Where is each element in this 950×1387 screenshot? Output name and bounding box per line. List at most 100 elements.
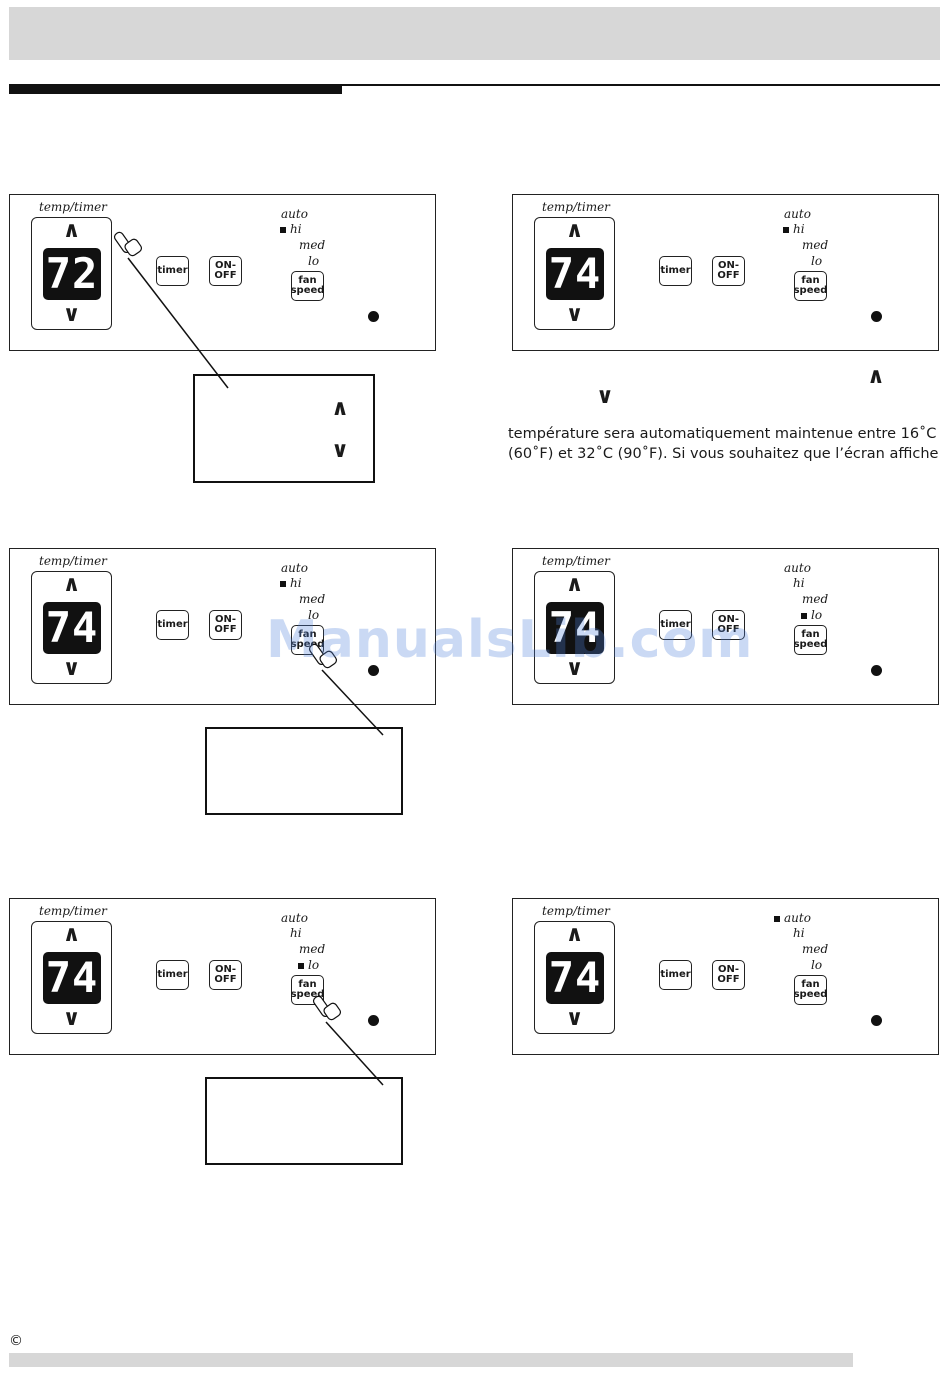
body-line-2: (60˚F) et 32˚C (90˚F). Si vous souhaitez…	[508, 446, 939, 462]
fan-mode-lo: lo	[811, 608, 823, 622]
copyright-symbol: ©	[9, 1333, 23, 1349]
temperature-display: 74	[546, 952, 604, 1004]
temp-up-button[interactable]: ∧	[62, 572, 81, 597]
fan-speed-button[interactable]: fan speed	[291, 975, 324, 1005]
temp-timer-label: temp/timer	[542, 904, 610, 918]
body-line-1: température sera automatiquement mainten…	[508, 426, 937, 442]
control-panel-6: temp/timer ∧ 74 ∨ timer ON- OFF fan spee…	[512, 898, 939, 1055]
temp-timer-label: temp/timer	[39, 554, 107, 568]
temp-up-button[interactable]: ∧	[565, 218, 584, 243]
temp-timer-label: temp/timer	[39, 904, 107, 918]
fan-mode-auto: auto	[784, 911, 811, 925]
timer-button[interactable]: timer	[659, 610, 692, 640]
up-arrow-icon: ∧	[867, 364, 885, 389]
body-paragraph: température sera automatiquement mainten…	[508, 424, 948, 464]
selected-mode-marker	[280, 227, 286, 233]
temp-control: ∧ 74 ∨	[31, 571, 112, 684]
down-arrow-icon: ∨	[596, 384, 614, 409]
fan-mode-hi: hi	[290, 222, 302, 236]
indicator-light	[368, 1015, 379, 1026]
fan-mode-hi: hi	[290, 576, 302, 590]
selected-mode-marker	[774, 916, 780, 922]
temperature-display: 72	[43, 248, 101, 300]
timer-button[interactable]: timer	[156, 256, 189, 286]
fan-mode-med: med	[802, 238, 829, 252]
indicator-light	[871, 1015, 882, 1026]
temp-control: ∧ 74 ∨	[31, 921, 112, 1034]
power-button[interactable]: ON- OFF	[712, 610, 745, 640]
temperature-display: 74	[43, 952, 101, 1004]
indicator-light	[368, 311, 379, 322]
temp-control: ∧ 72 ∨	[31, 217, 112, 330]
fan-mode-lo: lo	[811, 254, 823, 268]
control-panel-4: temp/timer ∧ 74 ∨ timer ON- OFF fan spee…	[512, 548, 939, 705]
callout-box-1: ∧ ∨	[193, 374, 375, 483]
temp-up-button[interactable]: ∧	[62, 218, 81, 243]
fan-mode-med: med	[299, 592, 326, 606]
fan-mode-hi: hi	[793, 926, 805, 940]
fan-mode-auto: auto	[784, 561, 811, 575]
timer-button[interactable]: timer	[659, 960, 692, 990]
power-button[interactable]: ON- OFF	[209, 610, 242, 640]
fan-mode-auto: auto	[281, 561, 308, 575]
fan-speed-button[interactable]: fan speed	[291, 271, 324, 301]
temp-down-button[interactable]: ∨	[565, 656, 584, 681]
fan-mode-med: med	[299, 942, 326, 956]
power-button[interactable]: ON- OFF	[209, 256, 242, 286]
control-panel-5: temp/timer ∧ 74 ∨ timer ON- OFF fan spee…	[9, 898, 436, 1055]
temp-timer-label: temp/timer	[542, 554, 610, 568]
fan-speed-button[interactable]: fan speed	[794, 625, 827, 655]
fan-mode-med: med	[299, 238, 326, 252]
selected-mode-marker	[801, 613, 807, 619]
temp-up-button[interactable]: ∧	[62, 922, 81, 947]
temp-up-button[interactable]: ∧	[565, 572, 584, 597]
temp-control: ∧ 74 ∨	[534, 571, 615, 684]
timer-button[interactable]: timer	[156, 960, 189, 990]
control-panel-1: temp/timer ∧ 72 ∨ timer ON- OFF fan spee…	[9, 194, 436, 351]
fan-speed-button[interactable]: fan speed	[794, 975, 827, 1005]
timer-button[interactable]: timer	[659, 256, 692, 286]
watermark: ManualsLib.com	[266, 610, 754, 670]
header-rule	[9, 84, 940, 86]
fan-mode-lo: lo	[811, 958, 823, 972]
fan-mode-auto: auto	[281, 911, 308, 925]
header-bar	[9, 7, 940, 60]
control-panel-2: temp/timer ∧ 74 ∨ timer ON- OFF fan spee…	[512, 194, 939, 351]
fan-mode-med: med	[802, 942, 829, 956]
temp-down-button[interactable]: ∨	[62, 302, 81, 327]
fan-mode-auto: auto	[281, 207, 308, 221]
temp-control: ∧ 74 ∨	[534, 217, 615, 330]
temp-down-button[interactable]: ∨	[565, 1006, 584, 1031]
down-arrow-icon: ∨	[331, 438, 349, 463]
power-button[interactable]: ON- OFF	[209, 960, 242, 990]
fan-mode-lo: lo	[308, 254, 320, 268]
temp-down-button[interactable]: ∨	[565, 302, 584, 327]
callout-box-3	[205, 1077, 403, 1165]
temp-down-button[interactable]: ∨	[62, 656, 81, 681]
selected-mode-marker	[280, 581, 286, 587]
temp-control: ∧ 74 ∨	[534, 921, 615, 1034]
callout-box-2	[205, 727, 403, 815]
indicator-light	[871, 311, 882, 322]
temperature-display: 74	[43, 602, 101, 654]
fan-mode-hi: hi	[793, 576, 805, 590]
fan-mode-hi: hi	[793, 222, 805, 236]
fan-mode-lo: lo	[308, 958, 320, 972]
header-rule-accent	[9, 84, 342, 94]
temp-down-button[interactable]: ∨	[62, 1006, 81, 1031]
up-arrow-icon: ∧	[331, 396, 349, 421]
timer-button[interactable]: timer	[156, 610, 189, 640]
temp-timer-label: temp/timer	[542, 200, 610, 214]
power-button[interactable]: ON- OFF	[712, 960, 745, 990]
selected-mode-marker	[298, 963, 304, 969]
temperature-display: 74	[546, 248, 604, 300]
fan-mode-lo: lo	[308, 608, 320, 622]
fan-mode-hi: hi	[290, 926, 302, 940]
temp-up-button[interactable]: ∧	[565, 922, 584, 947]
footer-bar	[9, 1353, 853, 1367]
temperature-display: 74	[546, 602, 604, 654]
temp-timer-label: temp/timer	[39, 200, 107, 214]
power-button[interactable]: ON- OFF	[712, 256, 745, 286]
indicator-light	[871, 665, 882, 676]
fan-speed-button[interactable]: fan speed	[794, 271, 827, 301]
